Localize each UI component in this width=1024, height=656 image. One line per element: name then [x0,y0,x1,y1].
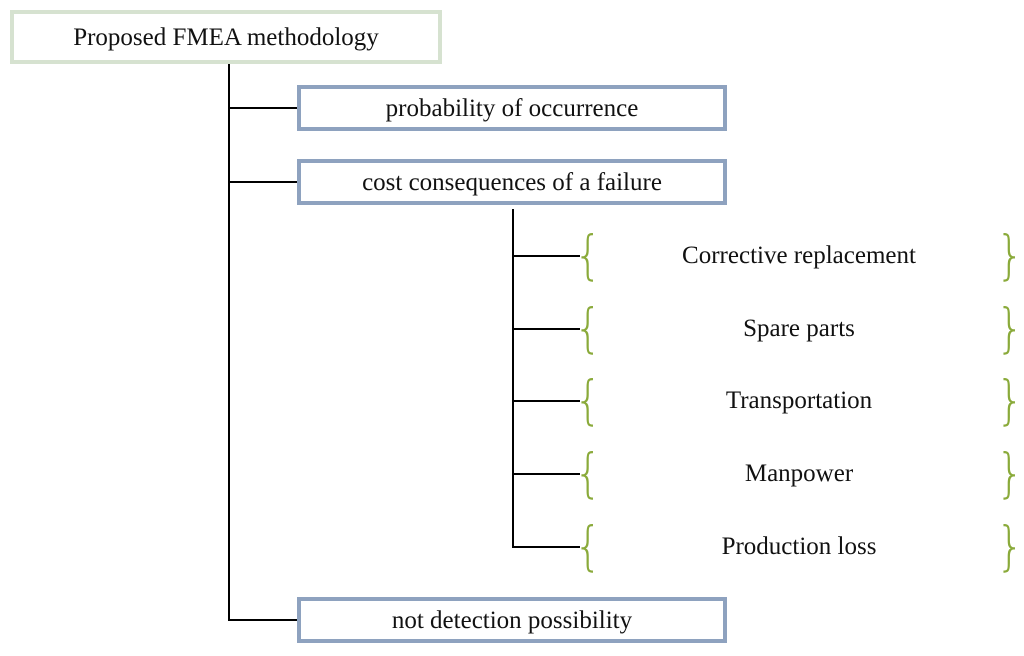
right-brace-icon: } [996,442,1024,504]
cost-item: { Corrective replacement } [574,229,1024,282]
cost-item: { Production loss } [574,520,1024,573]
left-brace-icon: { [574,369,602,431]
cost-connector-1 [512,255,580,257]
cost-item: { Spare parts } [574,302,1024,355]
branch-node-detection: not detection possibility [297,597,727,643]
left-brace-icon: { [574,442,602,504]
cost-item-label: Corrective replacement [682,242,916,269]
cost-connector-5 [512,546,580,548]
branch-node-cost: cost consequences of a failure [297,159,727,205]
branch-label: not detection possibility [391,606,633,634]
cost-item: { Manpower } [574,447,1024,500]
root-trunk-line [228,64,230,621]
branch-connector-cost [228,181,297,183]
right-brace-icon: } [996,515,1024,577]
branch-node-probability: probability of occurrence [297,85,727,131]
left-brace-icon: { [574,297,602,359]
cost-item-label: Transportation [725,387,873,414]
branch-label: cost consequences of a failure [362,168,662,196]
cost-item: { Transportation } [574,374,1024,427]
root-node: Proposed FMEA methodology [10,10,442,64]
cost-trunk-line [512,209,514,547]
right-brace-icon: } [996,224,1024,286]
branch-connector-probability [228,107,297,109]
right-brace-icon: } [996,297,1024,359]
right-brace-icon: } [996,369,1024,431]
cost-connector-2 [512,328,580,330]
cost-item-label: Spare parts [743,315,855,342]
cost-item-label: Production loss [721,533,877,560]
branch-connector-detection [228,619,297,621]
cost-connector-4 [512,473,580,475]
left-brace-icon: { [574,515,602,577]
cost-item-label: Manpower [744,460,854,487]
branch-label: probability of occurrence [385,94,639,122]
cost-connector-3 [512,400,580,402]
left-brace-icon: { [574,224,602,286]
root-label: Proposed FMEA methodology [73,23,379,51]
